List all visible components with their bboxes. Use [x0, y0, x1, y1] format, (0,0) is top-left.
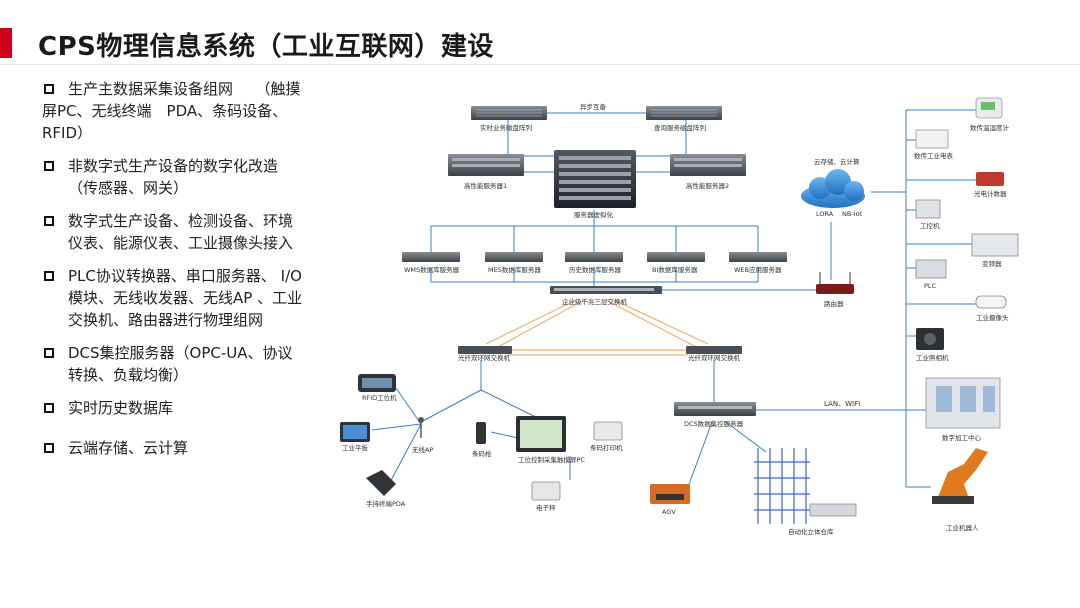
- device-icons-left: [340, 374, 857, 524]
- label-router: 路由器: [824, 299, 844, 308]
- device-icons-right: [915, 97, 1019, 504]
- label-wms: WMS数据库服务器: [404, 265, 460, 274]
- label-lora: LORA: [816, 210, 834, 218]
- label-hp2: 高性能服务器2: [686, 181, 729, 190]
- label-ring-right: 光纤双环网交换机: [688, 353, 741, 362]
- label-bi: BI数据库服务器: [652, 265, 698, 274]
- bullet-text: DCS集控服务器（OPC-UA、协议转换、负载均衡）: [68, 344, 293, 384]
- ring-switch-left: [458, 346, 512, 354]
- bullet-item: 非数字式生产设备的数字化改造（传感器、网关）: [42, 155, 304, 199]
- label-rt-array: 实时业务磁盘阵列: [480, 123, 532, 132]
- square-bullet-icon: [44, 403, 54, 413]
- bullet-text: 数字式生产设备、检测设备、环境仪表、能源仪表、工业摄像头接入: [68, 212, 294, 252]
- network-diagram-svg: 异步互备 实时业务磁盘阵列 查询服务磁盘阵列 高性能服务器1 高性能服务器2 服…: [340, 97, 1019, 536]
- square-bullet-icon: [44, 348, 54, 358]
- label-scale: 电子秤: [536, 503, 556, 512]
- router-device: [816, 272, 854, 294]
- square-bullet-icon: [44, 84, 54, 94]
- fiber-ring-links: [485, 299, 709, 356]
- label-rfid: RFID工位机: [362, 393, 397, 402]
- label-async: 异步互备: [580, 102, 607, 111]
- title-divider: [0, 64, 1080, 65]
- label-warehouse: 自动化立体仓库: [788, 527, 834, 536]
- label-industrial-cam: 工业照相机: [916, 353, 949, 362]
- server-hp1: [448, 154, 524, 176]
- label-lan-wifi: LAN、WIFI: [824, 400, 860, 408]
- label-hist: 历史数据库服务器: [569, 265, 622, 274]
- server-hp2: [670, 154, 746, 176]
- label-cam: 工业摄像头: [976, 313, 1009, 322]
- label-ipc: 工控机: [920, 221, 940, 230]
- label-query-array: 查询服务磁盘阵列: [654, 123, 706, 132]
- square-bullet-icon: [44, 216, 54, 226]
- ring-switch-right: [686, 346, 742, 354]
- bullet-item: 数字式生产设备、检测设备、环境仪表、能源仪表、工业摄像头接入: [42, 210, 304, 254]
- storage-array-query: [646, 106, 722, 120]
- dcs-server: [674, 402, 756, 416]
- label-cloud: 云存储、云计算: [814, 157, 860, 166]
- bullet-item: 云端存储、云计算: [42, 437, 304, 459]
- title-accent-bar: [0, 28, 12, 58]
- cloud-icon: [801, 169, 865, 208]
- label-touch-pc: 工位控制采集触摸屏PC: [518, 455, 585, 464]
- diagram-labels: 异步互备 实时业务磁盘阵列 查询服务磁盘阵列 高性能服务器1 高性能服务器2 服…: [342, 102, 1010, 536]
- label-label-printer: 条码打印机: [590, 443, 623, 452]
- label-agv: AGV: [662, 508, 676, 516]
- bullet-item: 实时历史数据库: [42, 397, 304, 419]
- square-bullet-icon: [44, 161, 54, 171]
- bullet-item: 生产主数据采集设备组网 （触摸屏PC、无线终端 PDA、条码设备、RFID）: [42, 78, 304, 144]
- bullet-text: 非数字式生产设备的数字化改造（传感器、网关）: [68, 157, 279, 197]
- core-switch: [550, 286, 662, 294]
- bullet-item: PLC协议转换器、串口服务器、 I/O模块、无线收发器、无线AP 、工业交换机、…: [42, 265, 304, 331]
- label-meter: 数传工业电表: [914, 151, 954, 160]
- bullet-text: PLC协议转换器、串口服务器、 I/O模块、无线收发器、无线AP 、工业交换机、…: [68, 267, 303, 329]
- bullet-text: 生产主数据采集设备组网 （触摸屏PC、无线终端 PDA、条码设备、RFID）: [42, 80, 301, 142]
- page-title: CPS物理信息系统（工业互联网）建设: [38, 32, 494, 62]
- network-diagram: 异步互备 实时业务磁盘阵列 查询服务磁盘阵列 高性能服务器1 高性能服务器2 服…: [336, 92, 1030, 539]
- label-tablet: 工业平板: [342, 443, 369, 452]
- bullet-text: 云端存储、云计算: [68, 439, 189, 457]
- label-virt: 服务器虚拟化: [574, 210, 614, 219]
- label-dcs: DCS数据集控服务器: [684, 419, 744, 428]
- bullet-text: 实时历史数据库: [68, 399, 174, 417]
- bullet-item: DCS集控服务器（OPC-UA、协议转换、负载均衡）: [42, 342, 304, 386]
- square-bullet-icon: [44, 443, 54, 453]
- label-freq: 变频器: [982, 259, 1002, 268]
- label-scanner: 条码枪: [472, 449, 492, 458]
- bullet-list: 生产主数据采集设备组网 （触摸屏PC、无线终端 PDA、条码设备、RFID） 非…: [42, 78, 304, 470]
- label-mes: MES数据库服务器: [488, 265, 541, 274]
- label-hp1: 高性能服务器1: [464, 181, 507, 190]
- label-plc: PLC: [924, 282, 937, 290]
- label-ap: 无线AP: [412, 445, 433, 454]
- db-servers: [402, 252, 787, 262]
- label-pda: 手持终端PDA: [366, 499, 406, 508]
- label-web: WEB应用服务器: [734, 265, 782, 274]
- label-counter: 光电计数器: [974, 189, 1007, 198]
- square-bullet-icon: [44, 271, 54, 281]
- label-temp-hum: 数传温湿度计: [970, 123, 1010, 132]
- label-ring-left: 光纤双环网交换机: [458, 353, 511, 362]
- label-robot: 工业机器人: [946, 523, 979, 532]
- label-core-switch: 企业级千兆三层交换机: [562, 297, 628, 306]
- storage-array-realtime: [471, 106, 547, 120]
- label-cnc: 数字加工中心: [942, 433, 982, 442]
- label-nbiot: NB-Iot: [842, 210, 863, 218]
- server-virtualization-rack: [554, 150, 636, 208]
